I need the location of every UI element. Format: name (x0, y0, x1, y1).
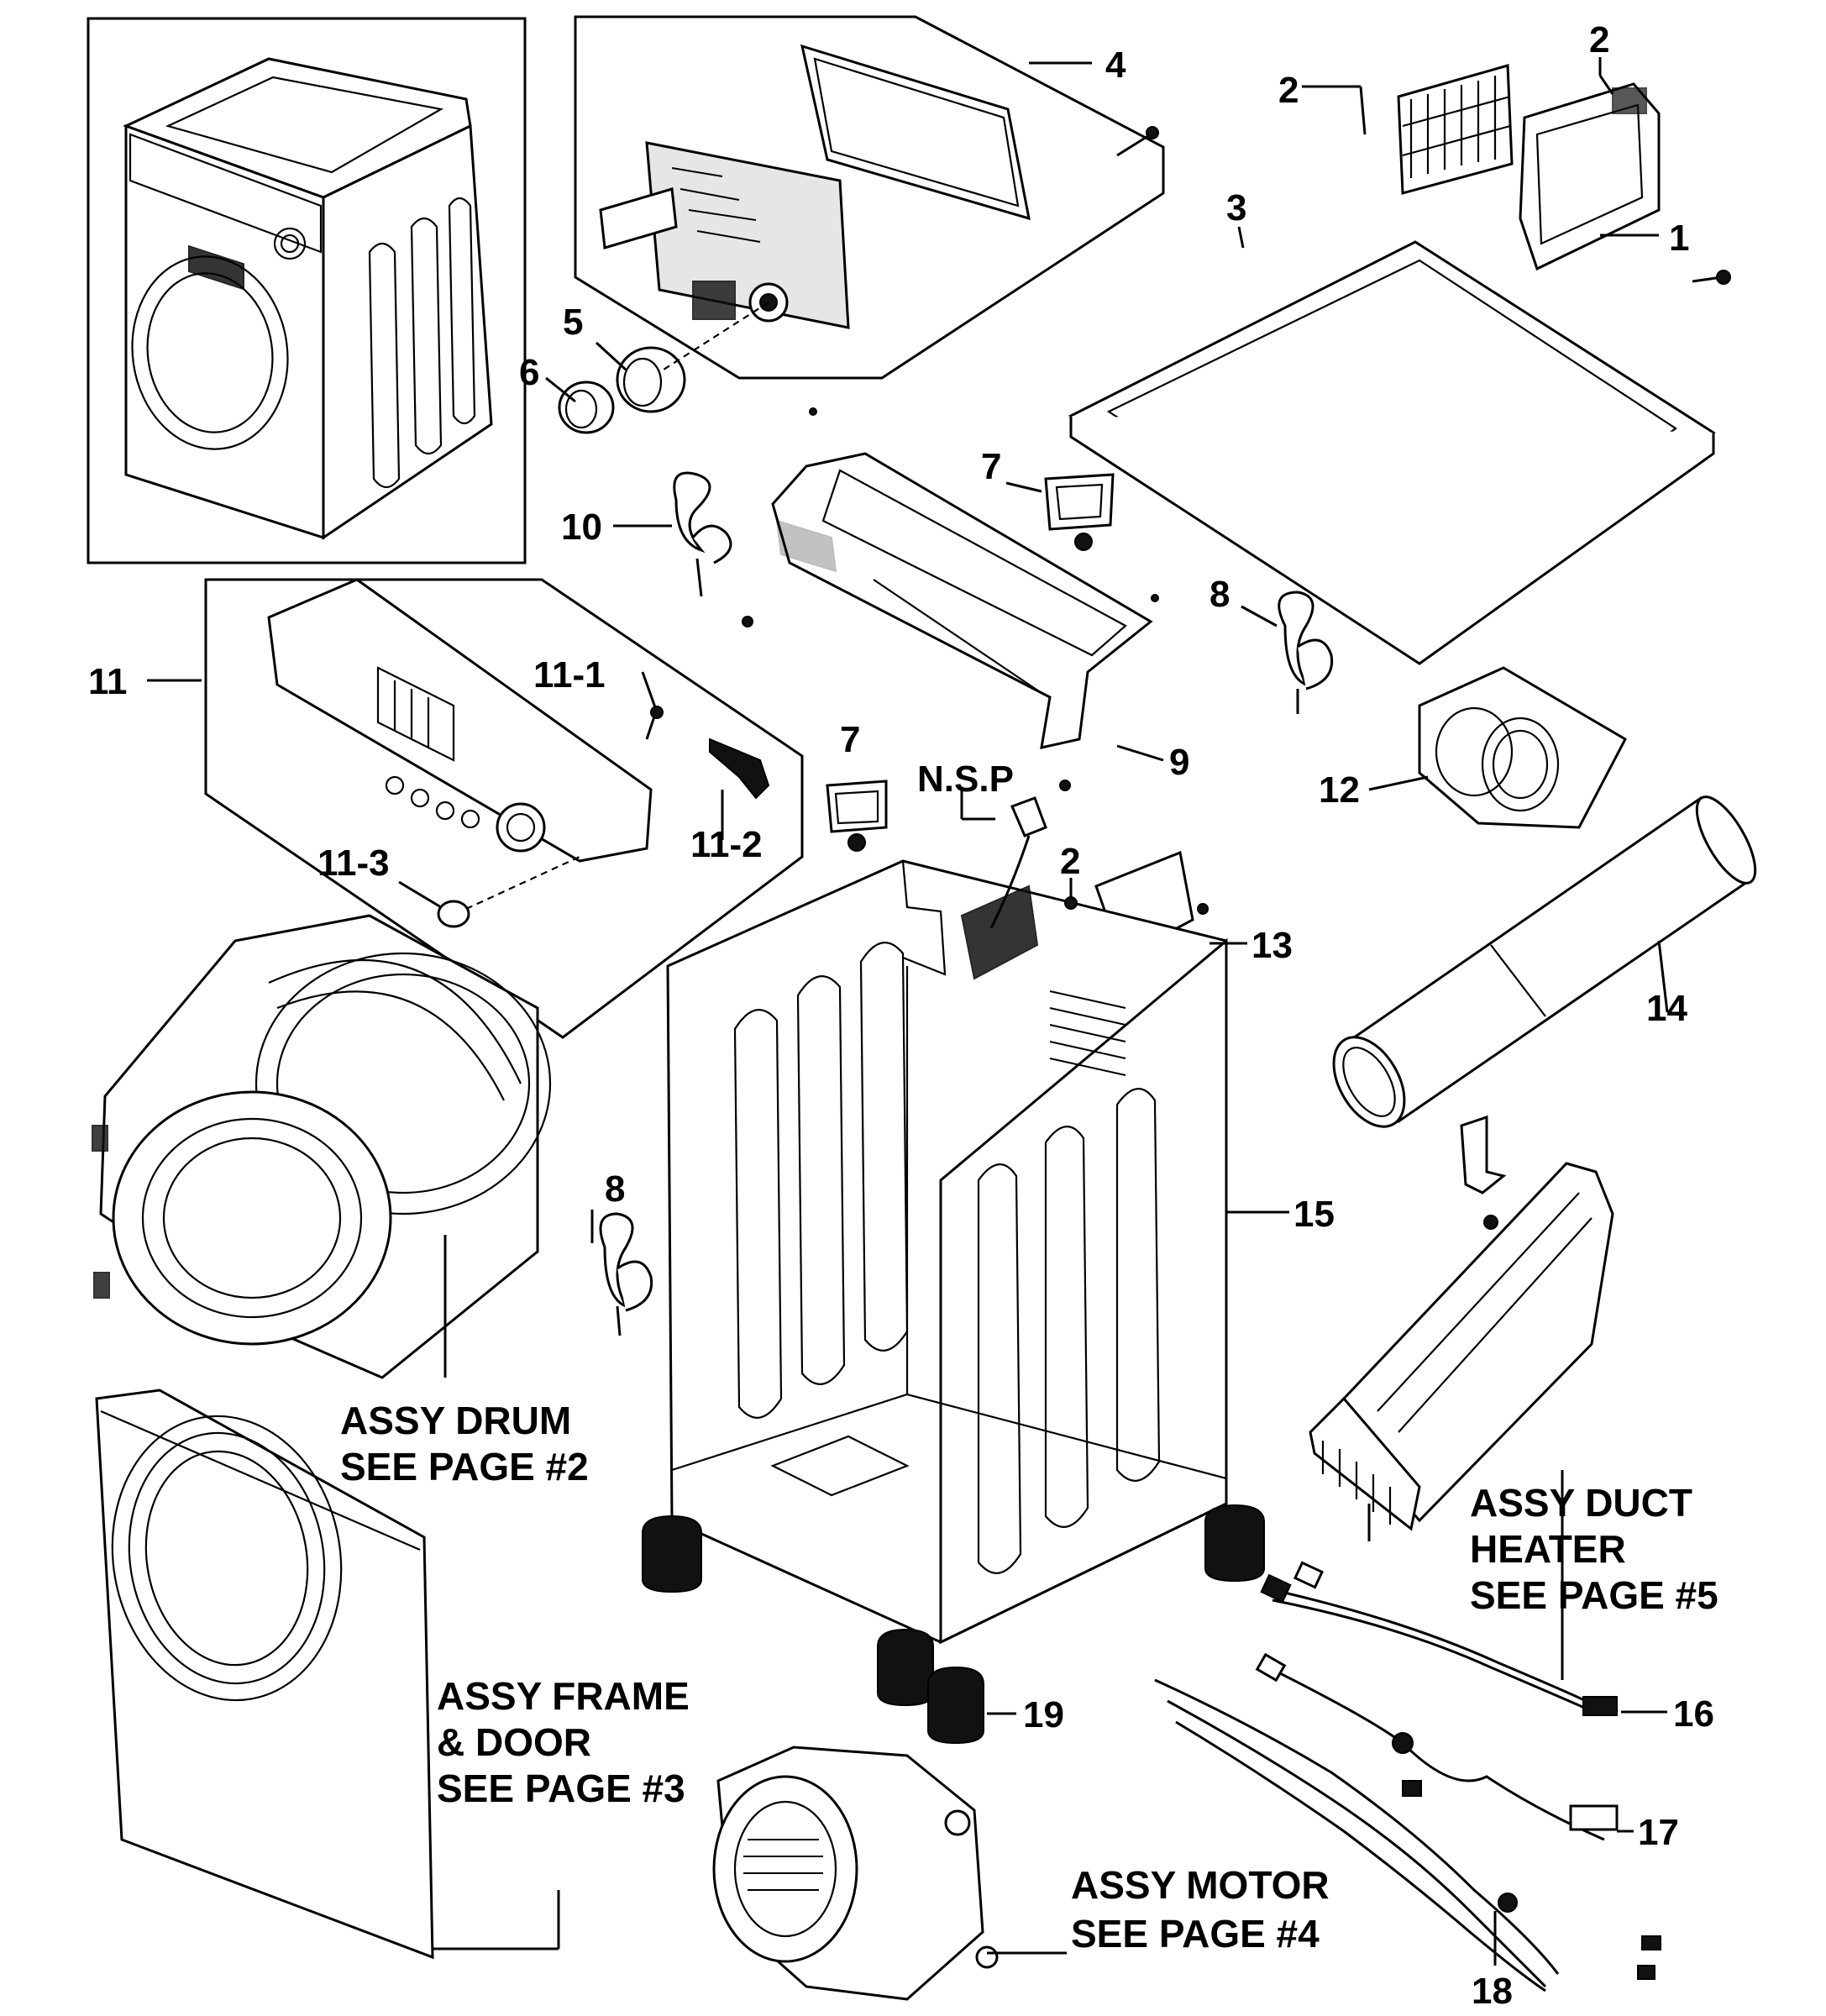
assembly-captions: ASSY DRUM SEE PAGE #2 ASSY FRAME & DOOR … (340, 1399, 1718, 1956)
label-part-8-upper: 8 (1209, 574, 1230, 615)
dryer-overview (87, 17, 527, 564)
label-part-7-lower: 7 (840, 719, 860, 760)
label-part-15: 15 (1293, 1194, 1335, 1235)
caption-assy-duct-1: ASSY DUCT (1470, 1481, 1692, 1525)
label-part-2-cabinet: 2 (1060, 841, 1080, 882)
label-part-7-upper: 7 (981, 446, 1001, 487)
caption-assy-duct-3: SEE PAGE #5 (1470, 1573, 1718, 1617)
label-part-19: 19 (1023, 1694, 1064, 1735)
label-part-1: 1 (1669, 218, 1689, 259)
wire-harness-18 (1154, 1678, 1661, 1992)
label-part-18: 18 (1472, 1971, 1513, 2012)
label-part-4: 4 (1105, 45, 1126, 86)
label-part-2-left: 2 (1278, 70, 1299, 111)
caption-assy-motor-1: ASSY MOTOR (1071, 1863, 1330, 1907)
label-part-2-right: 2 (1589, 19, 1609, 60)
label-part-8-lower: 8 (605, 1168, 625, 1210)
wire-harness-17 (1255, 1652, 1619, 1841)
label-part-11-2: 11-2 (690, 824, 763, 865)
caption-assy-motor-2: SEE PAGE #4 (1071, 1912, 1320, 1956)
part-8-wire-holder-lower (599, 1212, 653, 1336)
assy-motor (712, 1746, 999, 2001)
pcb-assembly (558, 15, 1165, 434)
caption-assy-drum-1: ASSY DRUM (340, 1399, 571, 1442)
label-part-16: 16 (1673, 1693, 1714, 1735)
label-part-13: 13 (1251, 925, 1293, 966)
part-1-bracket (1397, 64, 1661, 271)
caption-assy-frame-2: & DOOR (437, 1720, 591, 1764)
label-part-12: 12 (1319, 769, 1360, 811)
part-11-control-panel (204, 578, 804, 1039)
label-nsp: N.S.P (917, 759, 1014, 800)
label-part-11: 11 (88, 661, 128, 702)
part-3-top-cover (1068, 240, 1731, 665)
part-9-control-bracket (742, 407, 1159, 791)
wire-harness-16 (1260, 1561, 1618, 1716)
label-part-17: 17 (1638, 1812, 1679, 1853)
part-14-exhaust-duct (1332, 795, 1757, 1230)
part-7-clip-upper (1044, 473, 1115, 551)
caption-assy-frame-3: SEE PAGE #3 (437, 1767, 685, 1810)
assy-frame-door (95, 1389, 434, 1960)
part-12-duct (1418, 666, 1627, 829)
caption-assy-drum-2: SEE PAGE #2 (340, 1445, 589, 1488)
caption-assy-duct-2: HEATER (1470, 1527, 1626, 1571)
label-part-9: 9 (1169, 742, 1189, 783)
label-part-11-1: 11-1 (533, 654, 606, 696)
part-7-clip-lower (826, 780, 888, 852)
part-15-cabinet (642, 796, 1265, 1745)
assy-drum (92, 914, 552, 1379)
label-part-5: 5 (563, 302, 583, 343)
part-labels: 4 2 2 1 3 5 6 7 10 8 9 11 11-1 11-2 11-3… (88, 19, 1714, 2012)
part-10-wire-holder (673, 471, 732, 597)
label-part-14: 14 (1646, 988, 1687, 1029)
label-part-6: 6 (519, 352, 539, 393)
label-part-3: 3 (1226, 187, 1246, 228)
leader-lines (147, 57, 1669, 1966)
assy-duct-heater (1309, 1162, 1614, 1541)
label-part-10: 10 (561, 507, 602, 548)
caption-assy-frame-1: ASSY FRAME (437, 1674, 690, 1718)
label-part-11-3: 11-3 (317, 843, 390, 884)
part-8-wire-holder-upper (1278, 591, 1334, 714)
